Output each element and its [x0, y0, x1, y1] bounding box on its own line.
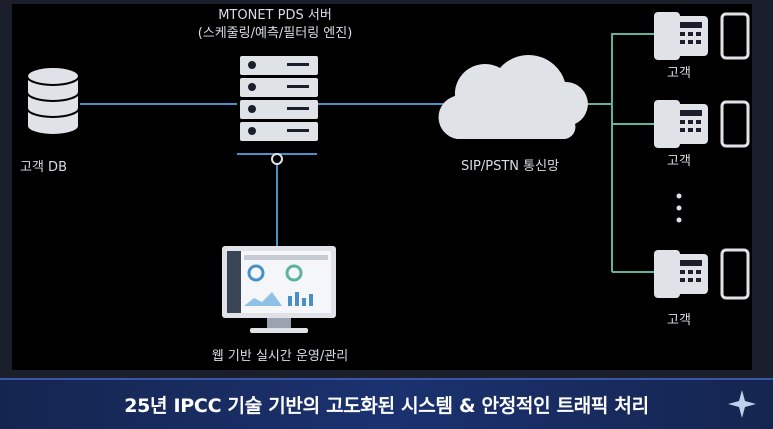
web-label: 웹 기반 실시간 운영/관리 — [211, 349, 349, 364]
database-icon — [26, 66, 80, 136]
diagram-canvas — [26, 12, 750, 333]
phone-icon — [654, 100, 708, 148]
phone-icon — [654, 250, 708, 298]
phone-icon — [654, 12, 708, 60]
customer-label: 고객 — [667, 154, 691, 169]
architecture-diagram: MTONET PDS 서버 (스케줄링/예측/필터링 엔진) 고객 DB SIP… — [12, 4, 752, 370]
mobile-icon — [720, 100, 750, 148]
customer-label: 고객 — [667, 313, 691, 328]
connection-lines — [72, 103, 452, 247]
server-subtitle: (스케줄링/예측/필터링 엔진) — [197, 26, 353, 41]
sparkle-icon — [728, 390, 756, 418]
db-label: 고객 DB — [20, 160, 67, 175]
bus-junction — [271, 153, 283, 165]
cloud-icon — [438, 54, 588, 139]
banner-text: 25년 IPCC 기술 기반의 고도화된 시스템 & 안정적인 트래픽 처리 — [124, 395, 649, 417]
customer-label: 고객 — [667, 66, 691, 81]
caption-banner: 25년 IPCC 기술 기반의 고도화된 시스템 & 안정적인 트래픽 처리 — [0, 378, 773, 429]
monitor-icon — [222, 246, 336, 333]
server-title: MTONET PDS 서버 — [218, 8, 332, 23]
ellipsis-dots-icon — [676, 193, 682, 223]
mobile-icon — [720, 248, 750, 300]
customer-links — [572, 33, 654, 273]
mobile-icon — [720, 12, 750, 60]
network-label: SIP/PSTN 통신망 — [460, 159, 560, 174]
server-rack-icon — [240, 56, 318, 141]
